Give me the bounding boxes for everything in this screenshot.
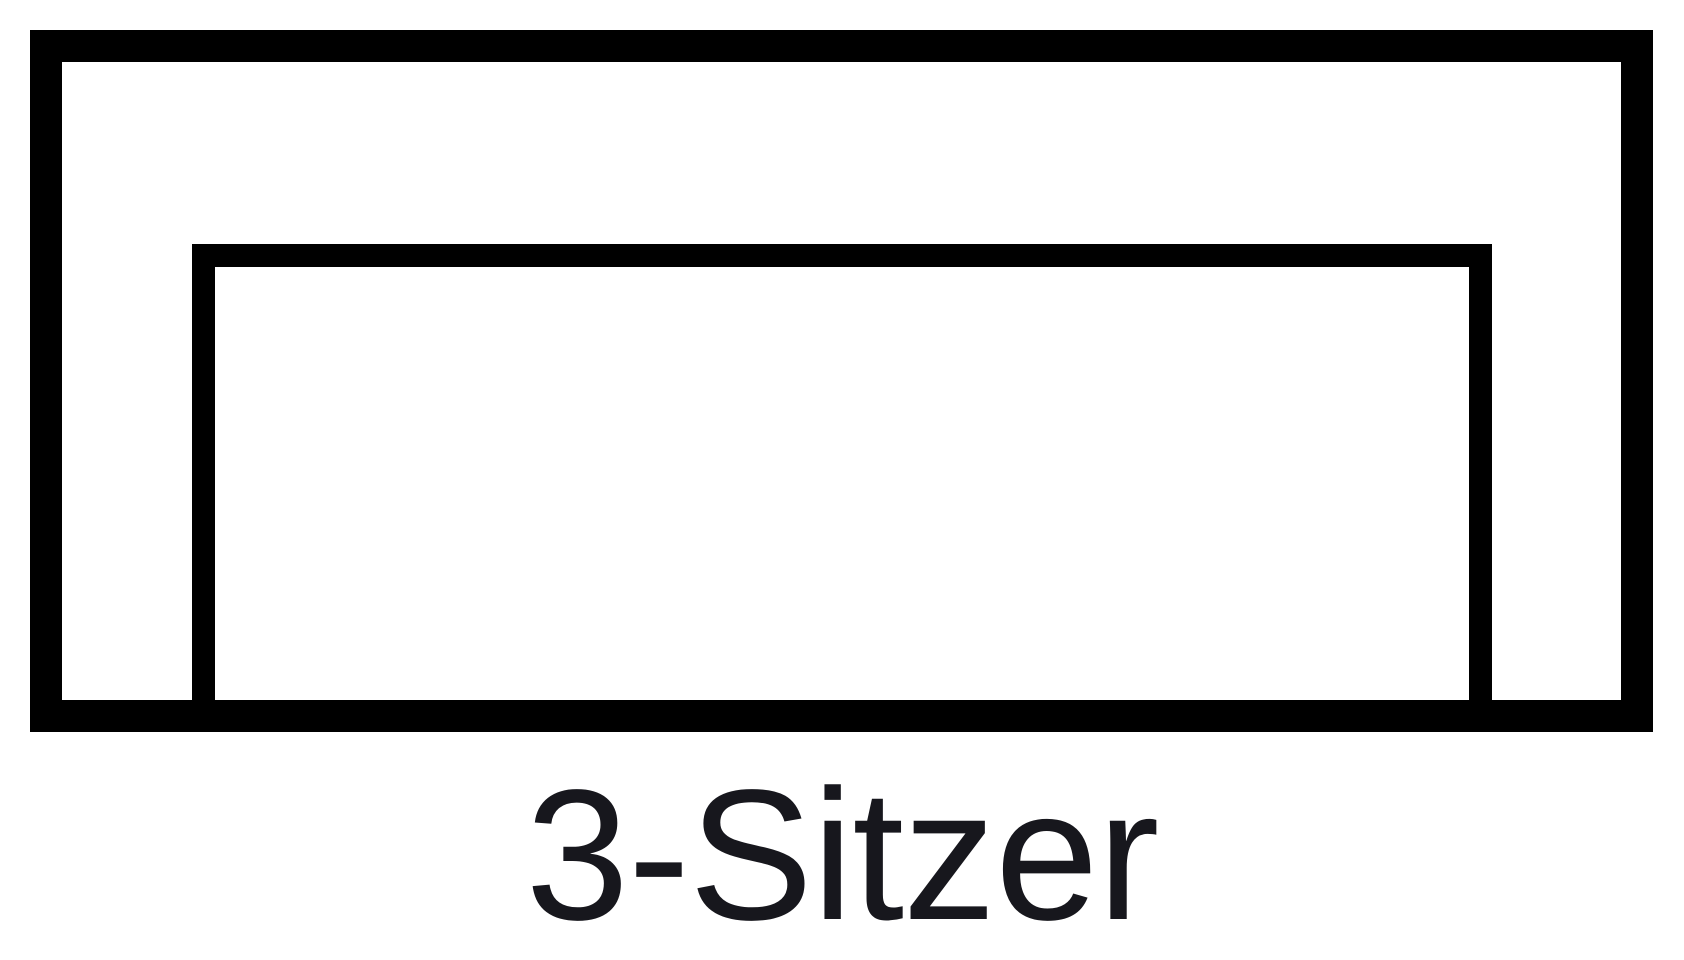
sofa-pictogram <box>30 30 1653 732</box>
sofa-seat-cushion-outline <box>192 244 1492 713</box>
sofa-outer-frame <box>30 30 1653 732</box>
pictogram-caption: 3-Sitzer <box>525 752 1160 959</box>
sofa-3-seater-outline-svg <box>30 30 1653 732</box>
